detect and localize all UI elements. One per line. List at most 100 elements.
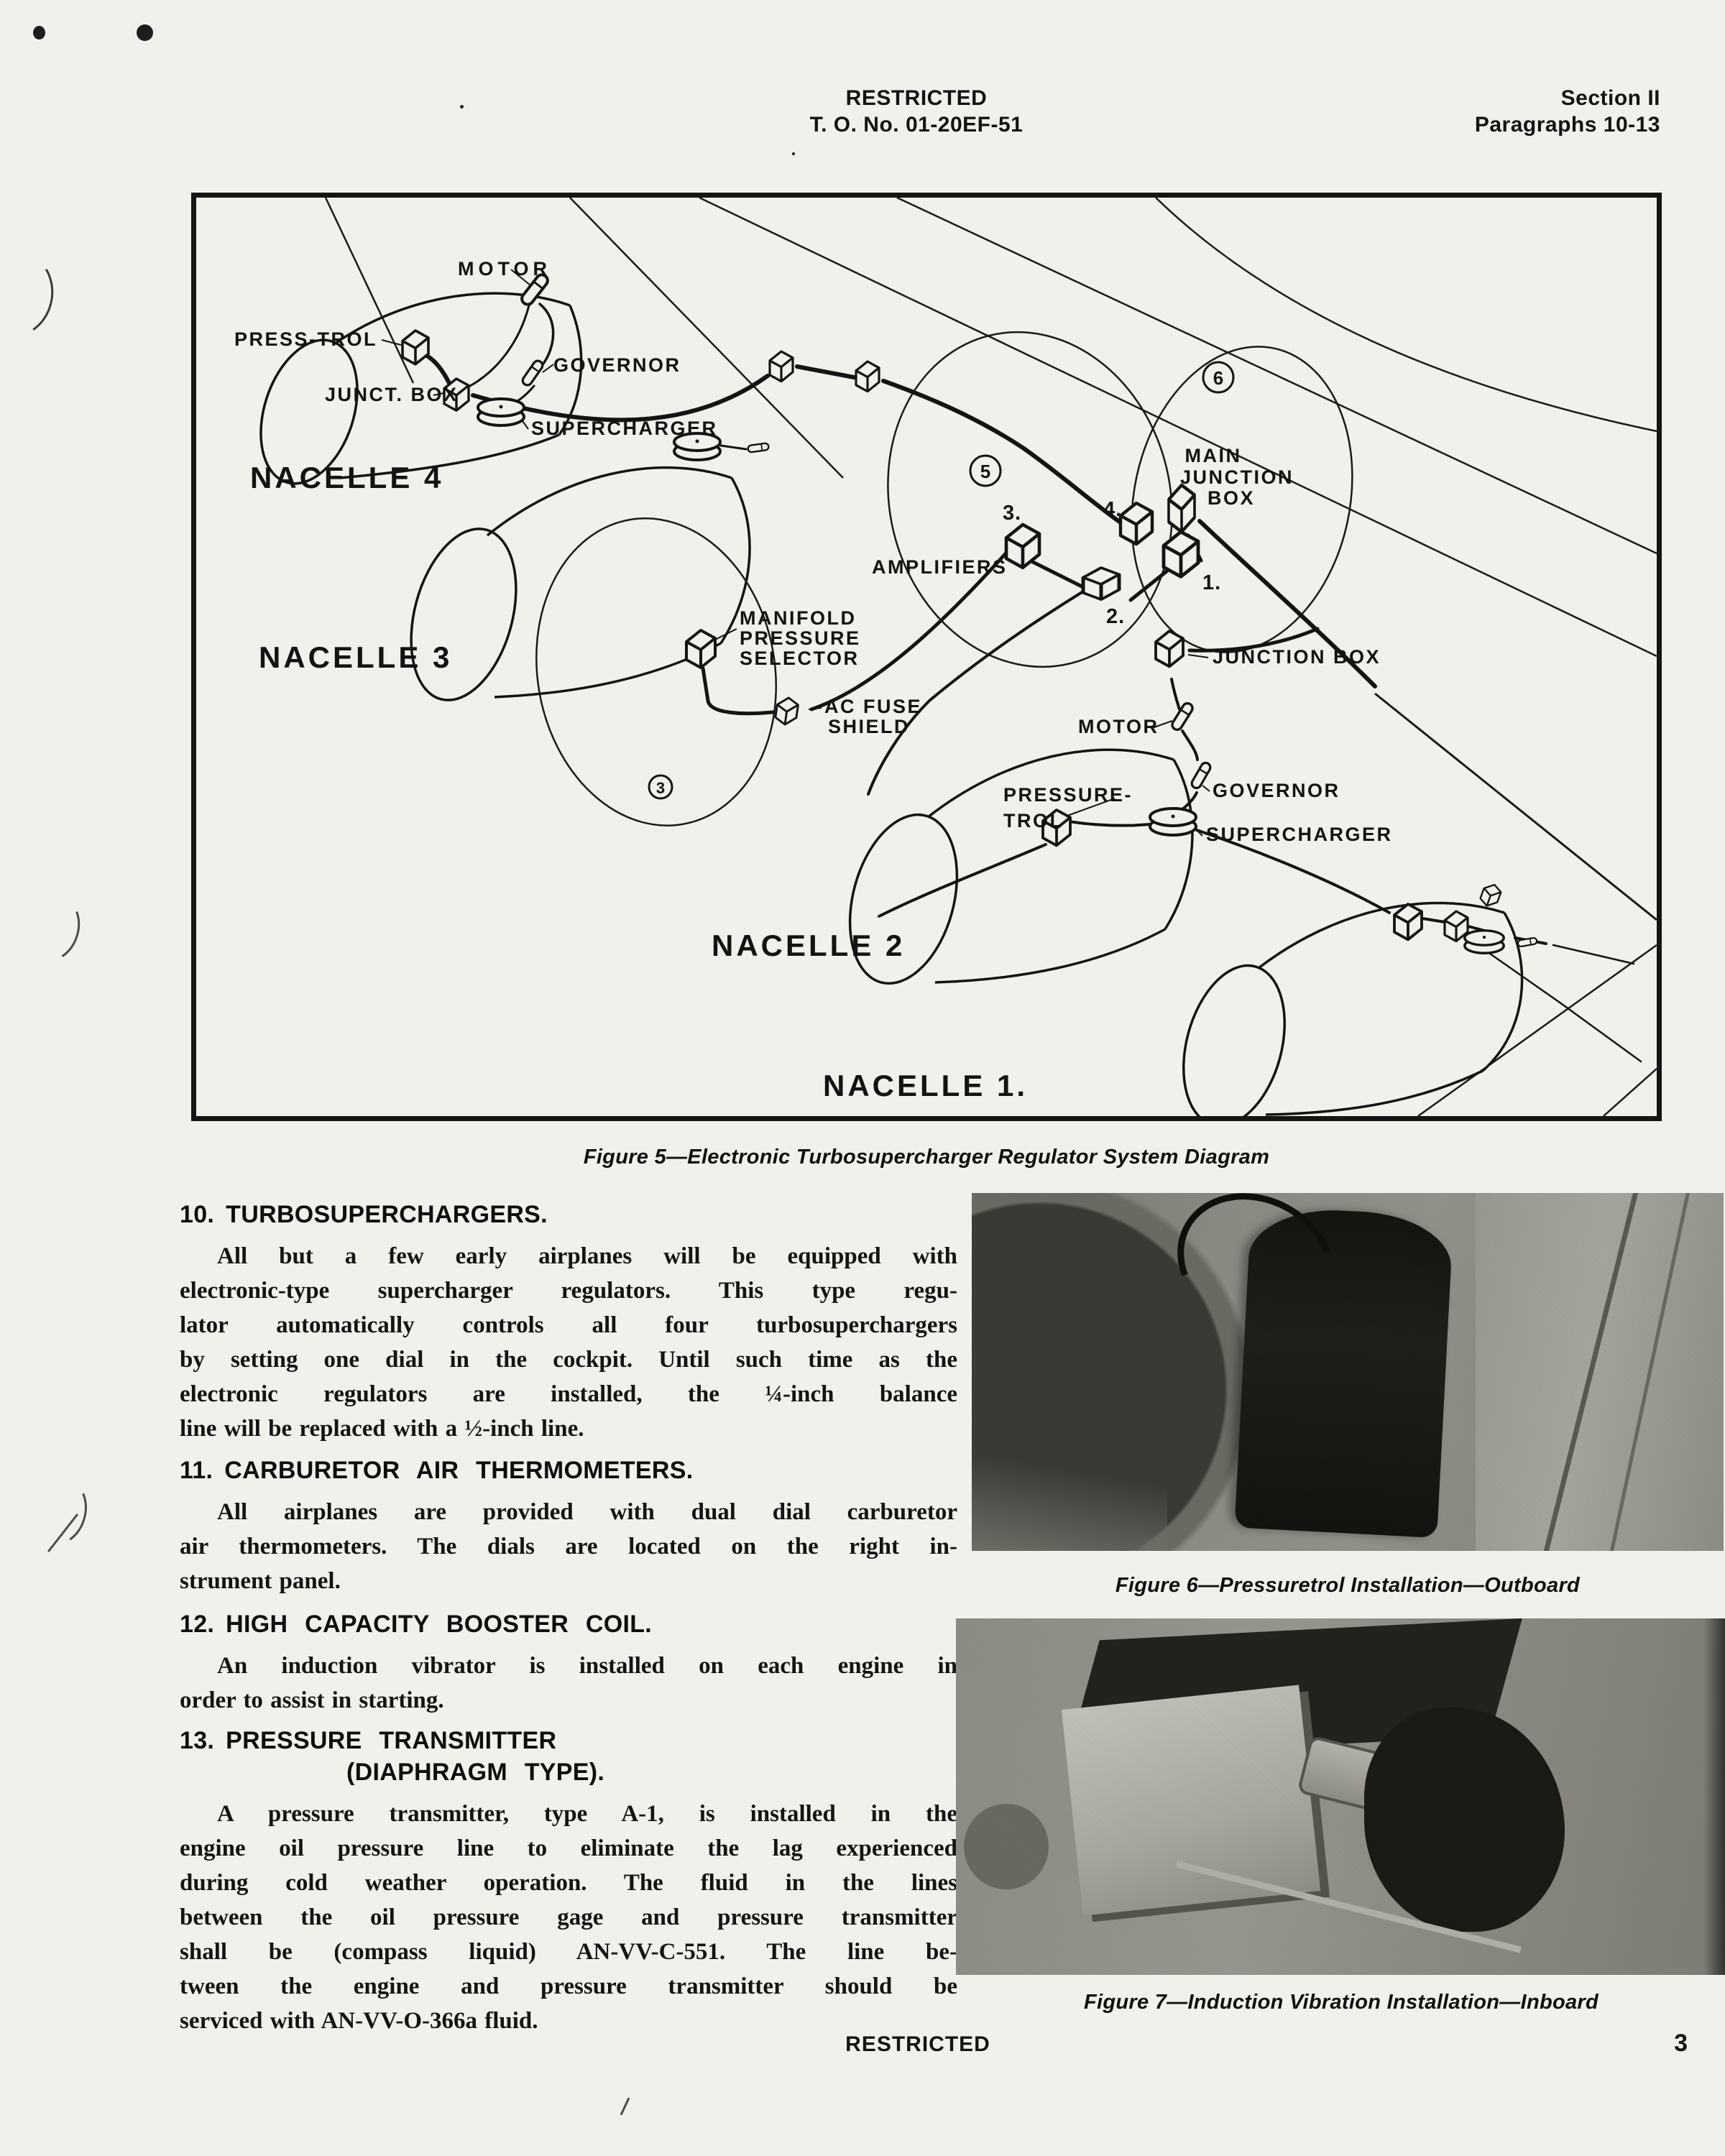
structure-detail bbox=[963, 1803, 1049, 1889]
label-amp-4: 4. bbox=[1103, 498, 1122, 521]
amplifier-1-icon bbox=[1164, 532, 1198, 576]
label-nacelle-2: NACELLE 2 bbox=[712, 929, 905, 962]
supercharger-icon bbox=[1463, 929, 1505, 954]
dark-panel bbox=[1067, 1618, 1522, 1758]
section-13: 13.PRESSURE TRANSMITTER(DIAPHRAGM TYPE).… bbox=[180, 1725, 957, 2038]
hose bbox=[1152, 1193, 1361, 1362]
section-12: 12. HIGH CAPACITY BOOSTER COIL. An induct… bbox=[180, 1608, 957, 1718]
wing-box-icon bbox=[768, 350, 794, 383]
label-junctbox-4: JUNCT. BOX bbox=[325, 384, 459, 405]
header-security: RESTRICTED bbox=[845, 86, 988, 110]
label-governor-4: GOVERNOR bbox=[553, 354, 681, 376]
section-number: 13. bbox=[180, 1727, 215, 1754]
governor-icon bbox=[1189, 760, 1213, 791]
manifold-pressure-selector-icon bbox=[685, 629, 717, 669]
section-11-heading: 11.CARBURETOR AIR THERMOMETERS. bbox=[180, 1455, 957, 1486]
body-line: during cold weather operation. The fluid… bbox=[180, 1870, 957, 1896]
fitting bbox=[1297, 1734, 1414, 1818]
label-motor-1: MOTOR bbox=[1078, 716, 1159, 737]
scan-mark bbox=[27, 1473, 95, 1551]
body-line: by setting one dial in the cockpit. Unti… bbox=[180, 1347, 957, 1373]
figure7-photo bbox=[956, 1618, 1725, 1975]
label-amp-1: 1. bbox=[1202, 571, 1221, 594]
section-number: 10. bbox=[180, 1201, 215, 1228]
turbosupercharger-system-diagram: 5 6 3 MOTOR PRESS-TROL JUNCT. BOX GOVERN… bbox=[234, 196, 1657, 1128]
photo-edge-shadow bbox=[1703, 1618, 1725, 1975]
label-supercharger-4: SUPERCHARGER bbox=[531, 418, 718, 439]
scan-mark bbox=[21, 890, 88, 968]
section-title: TURBOSUPERCHARGERS. bbox=[226, 1201, 548, 1228]
pipe bbox=[1176, 1861, 1522, 1953]
scan-speck bbox=[137, 24, 153, 41]
section-number: 11. bbox=[180, 1457, 213, 1484]
circle-3: 3 bbox=[656, 779, 665, 797]
vibrator-unit-box bbox=[1061, 1685, 1321, 1916]
header-to-number: T. O. No. 01-20EF-51 bbox=[809, 113, 1024, 137]
label-ac-fuse: AC FUSE bbox=[824, 696, 922, 717]
body-line: order to assist in starting. bbox=[180, 1687, 444, 1713]
body-line: An induction vibrator is installed on ea… bbox=[217, 1653, 957, 1679]
presstrol-box-icon bbox=[401, 329, 430, 366]
scan-mark bbox=[620, 2097, 630, 2116]
label-nacelle-4: NACELLE 4 bbox=[250, 461, 443, 494]
nacelle1-box-icon bbox=[1393, 903, 1423, 941]
label-box: BOX bbox=[1208, 487, 1255, 509]
header-right: Section II Paragraphs 10-13 bbox=[1337, 85, 1660, 138]
footer-page-number: 3 bbox=[1674, 2030, 1688, 2057]
photo-shadow bbox=[972, 1443, 1167, 1551]
header-center: RESTRICTED T. O. No. 01-20EF-51 bbox=[773, 85, 1060, 138]
amplifier-4-icon bbox=[1121, 503, 1152, 544]
scan-speck bbox=[33, 26, 45, 40]
photo-background bbox=[956, 1618, 1725, 1975]
body-line: line will be replaced with a ½-inch line… bbox=[180, 1416, 584, 1442]
label-manifold: MANIFOLD bbox=[740, 607, 856, 629]
body-line: electronic-type supercharger regulators.… bbox=[180, 1278, 957, 1304]
label-motor-4: MOTOR bbox=[458, 258, 551, 280]
body-line: serviced with AN-VV-O-366a fluid. bbox=[180, 2008, 538, 2034]
label-amp-2: 2. bbox=[1106, 605, 1125, 628]
ac-fuse-shield-icon bbox=[773, 695, 800, 727]
label-pressure-1: PRESSURE- bbox=[1003, 784, 1133, 806]
footer-security: RESTRICTED bbox=[845, 2032, 990, 2056]
body-line: All airplanes are provided with dual dia… bbox=[217, 1499, 957, 1525]
section-11: 11.CARBURETOR AIR THERMOMETERS. All airp… bbox=[180, 1455, 957, 1598]
tube bbox=[1536, 1193, 1645, 1551]
nacelle1-box-icon bbox=[1478, 880, 1504, 910]
figure7-caption: Figure 7—Induction Vibration Installatio… bbox=[1083, 1991, 1599, 2014]
body-line: tween the engine and pressure transmitte… bbox=[180, 1973, 957, 1999]
label-governor-1: GOVERNOR bbox=[1213, 780, 1340, 801]
header-section: Section II bbox=[1560, 86, 1660, 110]
label-nacelle-3: NACELLE 3 bbox=[259, 640, 452, 674]
supercharger-icon bbox=[477, 397, 525, 427]
label-amp-3: 3. bbox=[1003, 502, 1021, 525]
main-junction-box-icon bbox=[1169, 485, 1195, 532]
body-line: air thermometers. The dials are located … bbox=[180, 1534, 957, 1560]
label-main: MAIN bbox=[1185, 445, 1242, 466]
scan-mark bbox=[0, 242, 62, 346]
body-line: strument panel. bbox=[180, 1568, 341, 1594]
label-amplifiers: AMPLIFIERS bbox=[872, 556, 1008, 578]
section-subtitle: (DIAPHRAGM TYPE). bbox=[346, 1759, 605, 1786]
motor-icon bbox=[1169, 700, 1196, 733]
figure5-caption: Figure 5—Electronic Turbosupercharger Re… bbox=[583, 1146, 1270, 1169]
wing-box-icon bbox=[855, 360, 880, 393]
body-line: shall be (compass liquid) AN-VV-C-551. T… bbox=[180, 1939, 957, 1965]
label-junction-box-1: JUNCTION BOX bbox=[1213, 646, 1381, 668]
label-pressure: PRESSURE bbox=[740, 627, 861, 649]
header-paragraphs: Paragraphs 10-13 bbox=[1474, 113, 1660, 137]
structure-panel bbox=[1475, 1193, 1724, 1551]
section-number: 12. bbox=[180, 1611, 215, 1638]
body-line: A pressure transmitter, type A-1, is ins… bbox=[217, 1801, 957, 1827]
section-title: HIGH CAPACITY BOOSTER COIL. bbox=[226, 1611, 653, 1638]
label-nacelle-1: NACELLE 1. bbox=[823, 1069, 1028, 1102]
label-junction: JUNCTION bbox=[1180, 466, 1294, 488]
section-12-heading: 12. HIGH CAPACITY BOOSTER COIL. bbox=[180, 1608, 957, 1640]
bulkhead-ring bbox=[972, 1193, 1724, 1551]
label-presstrol-4: PRESS-TROL bbox=[234, 328, 377, 350]
label-trol-1: TROL bbox=[1003, 810, 1064, 831]
figure6-photo bbox=[972, 1193, 1724, 1551]
amplifier-2-icon bbox=[1083, 568, 1119, 599]
body-line: electronic regulators are installed, the… bbox=[180, 1381, 957, 1407]
engine-dark-area bbox=[1364, 1708, 1565, 1932]
